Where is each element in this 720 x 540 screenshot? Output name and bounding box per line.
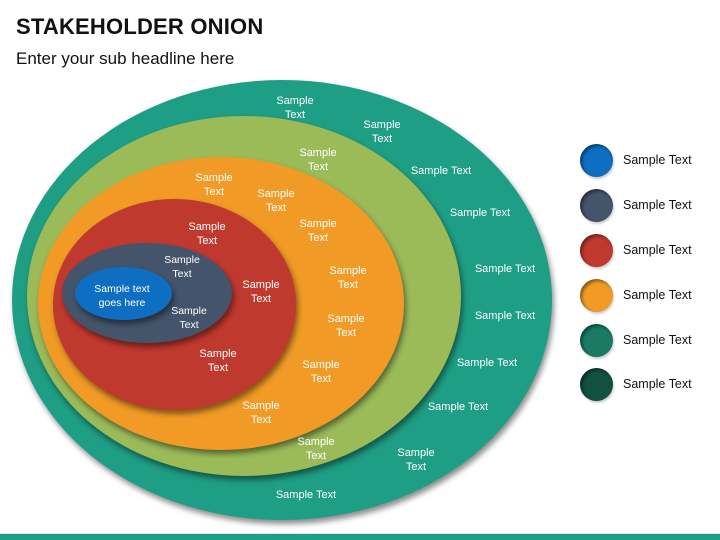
legend-label: Sample Text — [623, 198, 692, 212]
teal-label: Sample Text — [411, 164, 471, 178]
teal-label: Sample Text — [397, 446, 434, 474]
label-line: Sample Text — [474, 310, 536, 322]
green-label: Sample Text — [297, 435, 334, 463]
green-label: Sample Text — [299, 146, 336, 174]
circle-icon — [580, 144, 613, 177]
label-line: Sample — [299, 147, 337, 159]
label-line: Sample — [257, 188, 295, 200]
core-label-line1: Sample text — [94, 283, 150, 295]
label-line: Sample — [242, 400, 280, 412]
orange-label: Sample Text — [242, 399, 279, 427]
label-line: Sample Text — [449, 207, 511, 219]
label-line: Sample — [199, 348, 237, 360]
label-line: Sample — [299, 218, 337, 230]
legend-label: Sample Text — [623, 377, 692, 391]
label-line: Sample — [171, 305, 207, 317]
teal-label: Sample Text — [276, 488, 336, 502]
slate-label: Sample Text — [171, 304, 207, 332]
orange-label: Sample Text — [327, 312, 364, 340]
label-line: Text — [405, 461, 427, 473]
orange-label: Sample Text — [299, 217, 336, 245]
label-line: Text — [337, 279, 359, 291]
label-line: Sample — [188, 221, 226, 233]
orange-label: Sample Text — [257, 187, 294, 215]
legend-label: Sample Text — [623, 333, 692, 347]
label-line: Text — [307, 232, 329, 244]
teal-label: Sample Text — [475, 262, 535, 276]
label-line: Sample — [297, 436, 335, 448]
core-label-line2: goes here — [98, 297, 146, 309]
label-line: Text — [335, 327, 357, 339]
red-label: Sample Text — [242, 278, 279, 306]
label-line: Sample — [302, 359, 340, 371]
label-line: Text — [284, 109, 306, 121]
footer-bar — [0, 533, 720, 540]
circle-icon — [580, 189, 613, 222]
circle-icon — [580, 368, 613, 401]
orange-label: Sample Text — [329, 264, 366, 292]
teal-label: Sample Text — [363, 118, 400, 146]
ring-core-blue — [75, 267, 172, 320]
label-line: Text — [250, 414, 272, 426]
teal-label: Sample Text — [276, 94, 313, 122]
legend-label: Sample Text — [623, 153, 692, 167]
teal-label: Sample Text — [450, 206, 510, 220]
orange-label: Sample Text — [302, 358, 339, 386]
label-line: Sample Text — [456, 357, 518, 369]
teal-label: Sample Text — [475, 309, 535, 323]
teal-label: Sample Text — [428, 400, 488, 414]
red-label: Sample Text — [188, 220, 225, 248]
slate-label: Sample Text — [164, 253, 200, 281]
red-label: Sample Text — [199, 347, 236, 375]
slide-subtitle: Enter your sub headline here — [16, 49, 235, 68]
label-line: Sample Text — [474, 263, 536, 275]
slide-title: STAKEHOLDER ONION — [16, 14, 264, 39]
label-line: Text — [250, 293, 272, 305]
label-line: Sample — [327, 313, 365, 325]
core-label: Sample text goes here — [94, 282, 149, 310]
label-line: Sample — [195, 172, 233, 184]
label-line: Text — [172, 268, 192, 280]
label-line: Sample — [363, 119, 401, 131]
label-line: Sample — [329, 265, 367, 277]
label-line: Text — [265, 202, 287, 214]
label-line: Text — [305, 450, 327, 462]
label-line: Text — [371, 133, 393, 145]
label-line: Sample — [397, 447, 435, 459]
circle-icon — [580, 324, 613, 357]
legend-label: Sample Text — [623, 243, 692, 257]
teal-label: Sample Text — [457, 356, 517, 370]
circle-icon — [580, 234, 613, 267]
label-line: Text — [307, 161, 329, 173]
label-line: Text — [310, 373, 332, 385]
label-line: Text — [207, 362, 229, 374]
label-line: Sample — [164, 254, 200, 266]
label-line: Text — [203, 186, 225, 198]
label-line: Sample — [276, 95, 314, 107]
orange-label: Sample Text — [195, 171, 232, 199]
circle-icon — [580, 279, 613, 312]
label-line: Text — [196, 235, 218, 247]
label-line: Sample — [242, 279, 280, 291]
legend-label: Sample Text — [623, 288, 692, 302]
label-line: Sample Text — [410, 165, 472, 177]
label-line: Text — [179, 319, 199, 331]
label-line: Sample Text — [427, 401, 489, 413]
label-line: Sample Text — [275, 489, 337, 501]
